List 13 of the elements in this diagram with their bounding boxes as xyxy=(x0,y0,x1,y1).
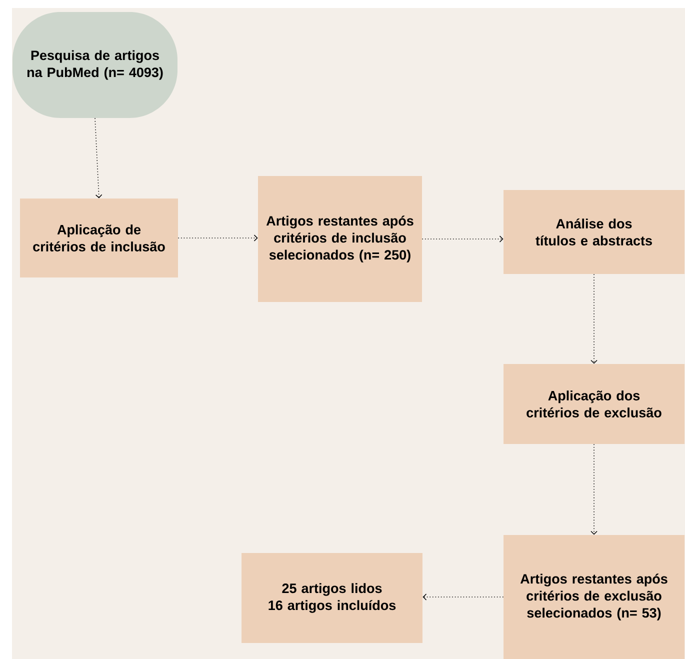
arrow xyxy=(422,236,504,242)
start-terminal: Pesquisa de artigos na PubMed (n= 4093) xyxy=(12,12,178,118)
arrow xyxy=(94,118,102,198)
arrow xyxy=(590,444,598,535)
arrow xyxy=(590,274,598,364)
arrow xyxy=(178,234,258,242)
process-box: Artigos restantes após critérios de inclusão selecionados (n= 250) xyxy=(258,176,422,302)
process-box: Aplicação de critérios de inclusão xyxy=(20,198,178,278)
process-box: Aplicação dos critérios de exclusão xyxy=(504,364,684,444)
arrow xyxy=(422,594,504,600)
process-box: 25 artigos lidos 16 artigos incluídos xyxy=(242,553,422,643)
process-box: Análise dos títulos e abstracts xyxy=(504,190,684,274)
process-box: Artigos restantes após critérios de exclusão selecionados (n= 53) xyxy=(504,535,684,659)
